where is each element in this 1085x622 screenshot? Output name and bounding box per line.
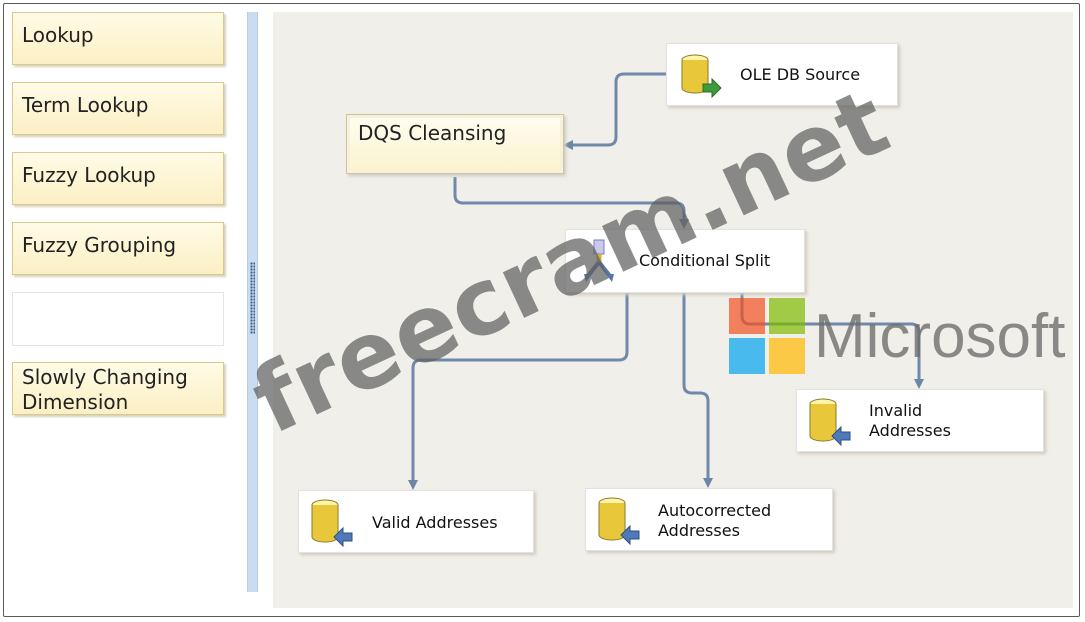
database-destination-icon	[311, 499, 353, 547]
toolbox-item-slowly-changing-dimension[interactable]: Slowly Changing Dimension	[12, 362, 224, 415]
node-invalid-addresses[interactable]: Invalid Addresses	[796, 389, 1044, 452]
path-split-to-valid[interactable]	[408, 293, 629, 490]
node-valid-addresses[interactable]: Valid Addresses	[298, 490, 534, 553]
path-source-to-dqs[interactable]	[563, 72, 666, 150]
toolbox-item-label: Lookup	[22, 23, 94, 47]
database-destination-icon	[598, 497, 640, 545]
node-label: Invalid Addresses	[869, 401, 951, 440]
toolbox-item-label: Slowly Changing Dimension	[22, 365, 188, 414]
toolbox-item-label: Fuzzy Grouping	[22, 233, 177, 257]
toolbox-item-empty[interactable]	[12, 292, 224, 346]
microsoft-logo-icon	[729, 298, 807, 376]
toolbox-item-label: Fuzzy Lookup	[22, 163, 156, 187]
node-conditional-split[interactable]: Conditional Split	[565, 229, 805, 293]
node-label: Autocorrected Addresses	[658, 501, 772, 540]
node-dqs-cleansing[interactable]: DQS Cleansing	[346, 114, 564, 174]
path-split-to-autocorrected[interactable]	[682, 293, 713, 488]
database-source-icon	[681, 54, 722, 98]
node-ole-db-source[interactable]: OLE DB Source	[666, 43, 898, 106]
splitter-grip-icon[interactable]	[250, 262, 255, 334]
node-label: DQS Cleansing	[358, 121, 507, 145]
node-label: Valid Addresses	[372, 513, 498, 532]
path-dqs-to-split[interactable]	[453, 177, 689, 229]
node-label: OLE DB Source	[740, 65, 861, 84]
split-icon	[584, 239, 614, 282]
toolbox-item-lookup[interactable]: Lookup	[12, 12, 224, 65]
node-autocorrected-addresses[interactable]: Autocorrected Addresses	[585, 488, 833, 551]
pane-splitter[interactable]	[247, 12, 258, 592]
database-destination-icon	[809, 398, 851, 446]
toolbox-item-fuzzy-grouping[interactable]: Fuzzy Grouping	[12, 222, 224, 275]
toolbox-item-fuzzy-lookup[interactable]: Fuzzy Lookup	[12, 152, 224, 205]
node-label: Conditional Split	[639, 251, 771, 270]
toolbox-item-term-lookup[interactable]: Term Lookup	[12, 82, 224, 135]
toolbox-item-label: Term Lookup	[22, 93, 149, 117]
microsoft-watermark: Microsoft	[814, 302, 1066, 371]
